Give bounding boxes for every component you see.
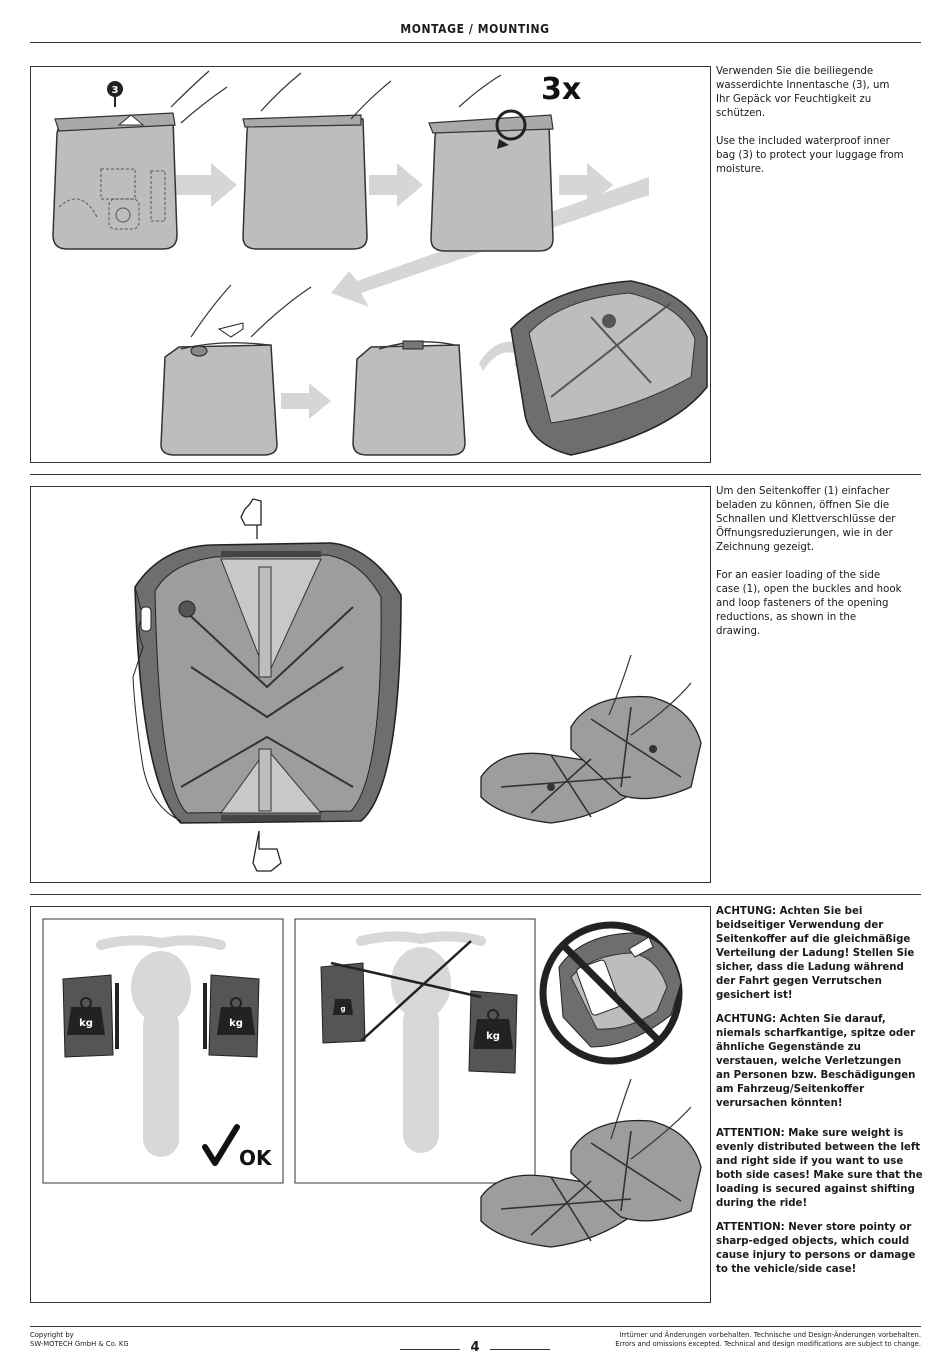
hand-icon xyxy=(190,284,312,338)
copyright-line-1: Copyright by xyxy=(30,1331,74,1339)
footer-rule-left xyxy=(400,1349,460,1350)
hand-icon xyxy=(608,654,692,736)
callout-number: 3 xyxy=(112,85,119,96)
motorcycle-top-view xyxy=(96,935,226,1157)
inner-bag-open: 3 xyxy=(52,81,178,250)
roll-count: 3x xyxy=(541,72,581,107)
pointing-hand-down-icon xyxy=(252,830,282,872)
warning-en-distribution: ATTENTION: Make sure weight is evenly di… xyxy=(716,1128,923,1209)
hand-icon xyxy=(610,1078,692,1160)
section-divider xyxy=(30,474,921,475)
hand-icon xyxy=(260,72,392,120)
instruction-de-inner-bag: Verwenden Sie die beiliegende wasserdich… xyxy=(716,66,890,119)
weight-label: kg xyxy=(229,1018,243,1029)
warning-en-sharp-objects: ATTENTION: Never store pointy or sharp-e… xyxy=(716,1222,916,1275)
inner-bag-folded xyxy=(242,114,368,250)
copyright-line-2: SW-MOTECH GmbH & Co. KG xyxy=(30,1340,129,1348)
disclaimer-de: Irrtümer und Änderungen vorbehalten. Tec… xyxy=(619,1331,921,1339)
weight-icon: kg xyxy=(473,1009,513,1049)
footer-rule-right xyxy=(490,1349,550,1350)
side-case-top-view xyxy=(132,542,402,824)
weight-label: kg xyxy=(486,1031,500,1042)
weight-label: kg xyxy=(79,1018,93,1029)
footer-rule xyxy=(30,1326,921,1327)
side-case-open-small xyxy=(480,1119,702,1248)
illustration-load-distribution: kg kg OK g kg xyxy=(30,906,711,1303)
illustration-inner-bag: 3 3x xyxy=(30,66,711,463)
page-number: 4 xyxy=(470,1340,480,1355)
instruction-en-inner-bag: Use the included waterproof inner bag (3… xyxy=(716,136,904,175)
illustration-opening-reductions xyxy=(30,486,711,883)
warning-de-distribution: ACHTUNG: Achten Sie bei beidseitiger Ver… xyxy=(716,906,915,1001)
cross-icon xyxy=(330,940,482,1042)
weight-icon: kg xyxy=(217,997,255,1035)
inner-bag-rolled: 3x xyxy=(428,72,581,252)
side-case-open-small xyxy=(480,695,702,824)
checkmark-icon xyxy=(202,1124,240,1166)
hand-icon xyxy=(170,70,228,124)
pointing-hand-up-icon xyxy=(240,498,262,539)
instruction-de-opening: Um den Seitenkoffer (1) einfacher belade… xyxy=(716,486,896,553)
inner-bag-closing xyxy=(160,322,278,456)
ok-label: OK xyxy=(239,1146,273,1170)
inner-bag-closed xyxy=(352,340,466,456)
warning-de-sharp-objects: ACHTUNG: Achten Sie darauf, niemals scha… xyxy=(716,1014,916,1109)
disclaimer-en: Errors and omissions excepted. Technical… xyxy=(615,1340,921,1348)
small-weight-label: g xyxy=(340,1005,345,1013)
hand-icon xyxy=(458,74,502,108)
header-rule xyxy=(30,42,921,43)
section-divider xyxy=(30,894,921,895)
page-title: MONTAGE / MOUNTING xyxy=(400,22,550,36)
instruction-en-opening: For an easier loading of the side case (… xyxy=(716,570,902,637)
prohibition-sign-icon xyxy=(539,921,683,1065)
weight-icon: kg xyxy=(67,997,105,1035)
side-case-open xyxy=(510,280,708,456)
weight-icon-small: g xyxy=(333,999,353,1015)
